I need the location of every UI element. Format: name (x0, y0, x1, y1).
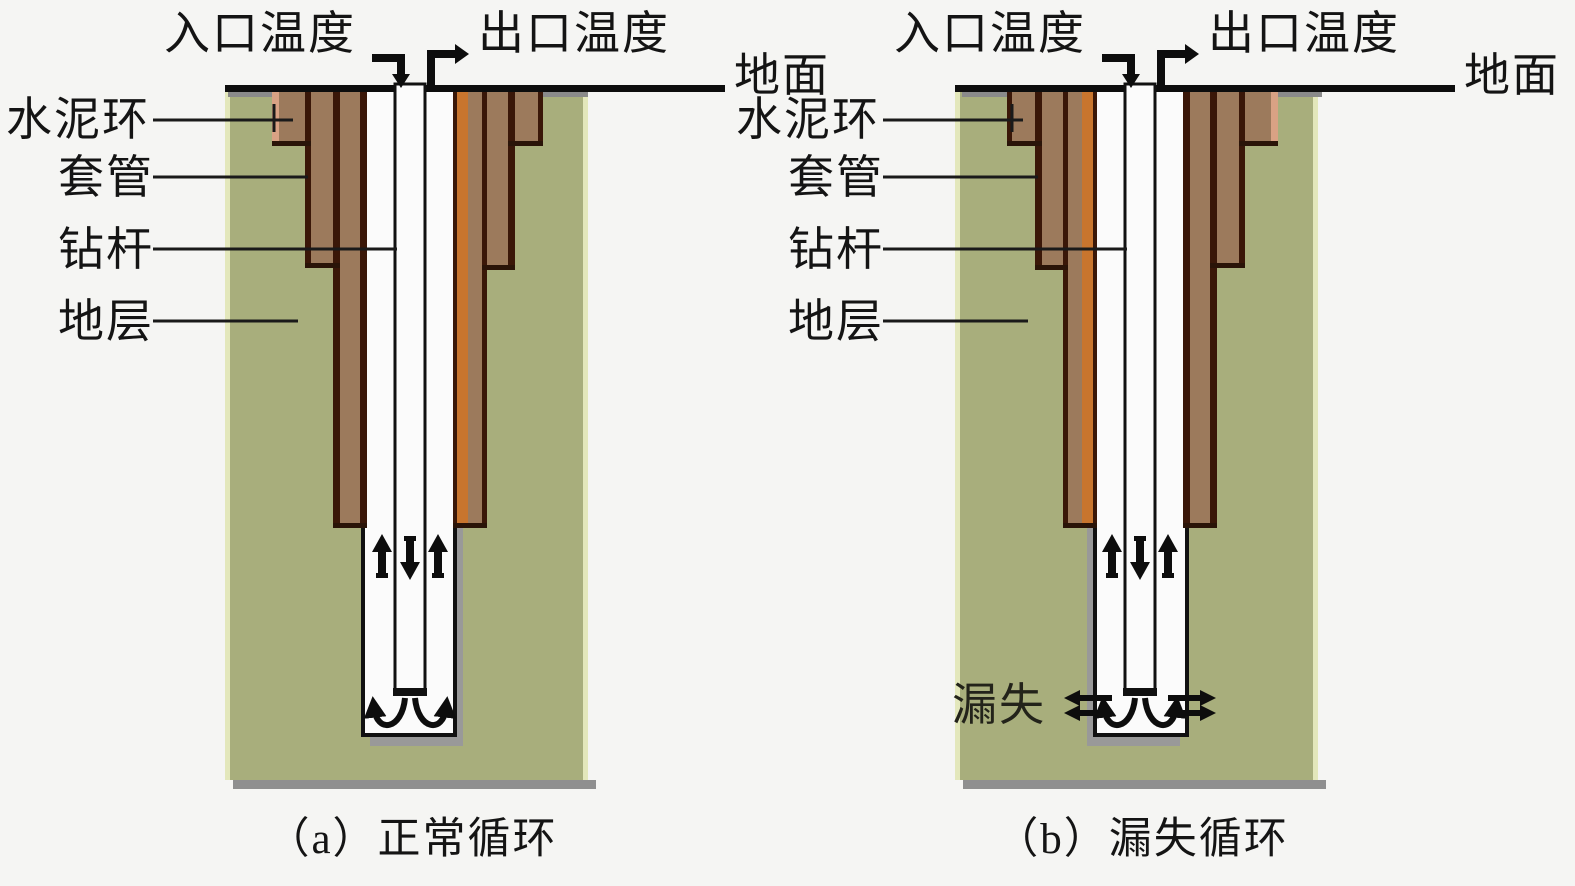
caption-panel-a: （a）正常循环 (266, 816, 558, 863)
label-drill-pipe: 钻杆 (58, 224, 154, 275)
label-formation: 地层 (788, 296, 884, 347)
label-outlet-temperature: 出口温度 (1208, 8, 1400, 59)
label-ground-surface: 地面 (734, 50, 830, 101)
panel-b-graphic (883, 44, 1455, 789)
label-formation: 地层 (58, 296, 154, 347)
label-loss: 漏失 (952, 680, 1047, 730)
leader-lines (883, 104, 1127, 323)
leak-arrow-left-icon (1064, 690, 1112, 721)
panel-a-graphic (153, 44, 725, 789)
label-casing: 套管 (788, 152, 884, 203)
label-drill-pipe: 钻杆 (788, 224, 884, 275)
label-cement-sheath: 水泥环 (6, 94, 150, 145)
label-inlet-temperature: 入口温度 (894, 8, 1086, 59)
label-ground-surface: 地面 (1464, 50, 1560, 101)
leak-arrow-right-icon (1168, 690, 1216, 721)
label-casing: 套管 (58, 152, 154, 203)
caption-panel-b: （b）漏失循环 (995, 816, 1289, 863)
leader-lines (153, 104, 397, 323)
label-cement-sheath: 水泥环 (736, 94, 880, 145)
label-inlet-temperature: 入口温度 (164, 8, 356, 59)
label-outlet-temperature: 出口温度 (478, 8, 670, 59)
